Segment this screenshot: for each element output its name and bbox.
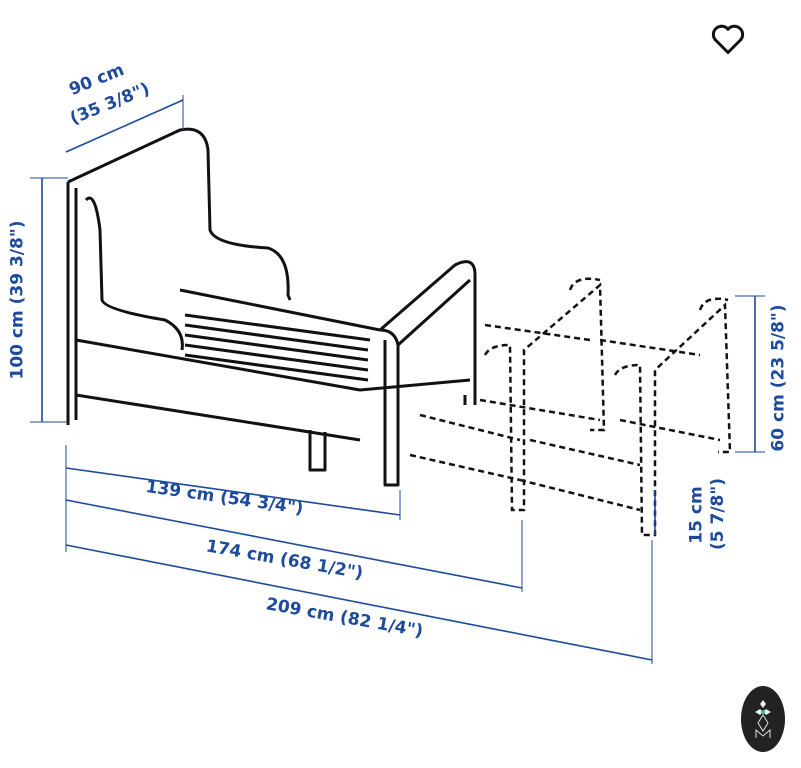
leg-height-label: 15 cm [686, 486, 707, 544]
extension-height-label: 60 cm (23 5/8") [768, 304, 789, 452]
leg-height-inches-label: (5 7/8") [708, 477, 728, 550]
height-label: 100 cm (39 3/8") [7, 220, 28, 380]
watermark-logo [741, 686, 785, 752]
heart-icon[interactable] [710, 22, 746, 56]
